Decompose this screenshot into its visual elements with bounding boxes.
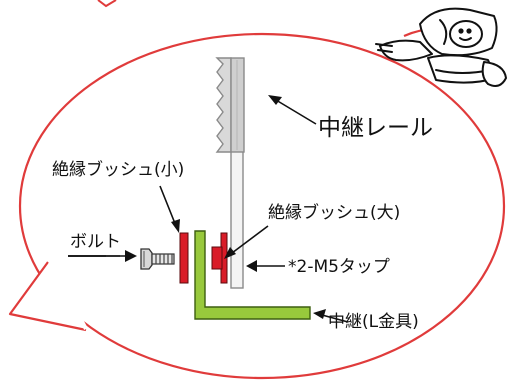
relay-rail — [215, 57, 245, 289]
insulating-bushing-small — [179, 232, 189, 284]
mascot-icon — [375, 7, 507, 87]
bushing-small-label: 絶縁ブッシュ(小) — [52, 160, 185, 180]
relay-l-bracket-label: 中継(L金具) — [328, 312, 419, 332]
bushing-large-label: 絶縁ブッシュ(大) — [268, 203, 401, 223]
relay-rail-label: 中継レール — [318, 115, 433, 141]
insulating-bushing-large — [211, 232, 228, 284]
tap-label: *2-M5タップ — [288, 257, 390, 277]
bolt-label: ボルト — [70, 232, 121, 252]
bolt-icon — [140, 248, 175, 270]
l-bracket — [194, 230, 311, 320]
